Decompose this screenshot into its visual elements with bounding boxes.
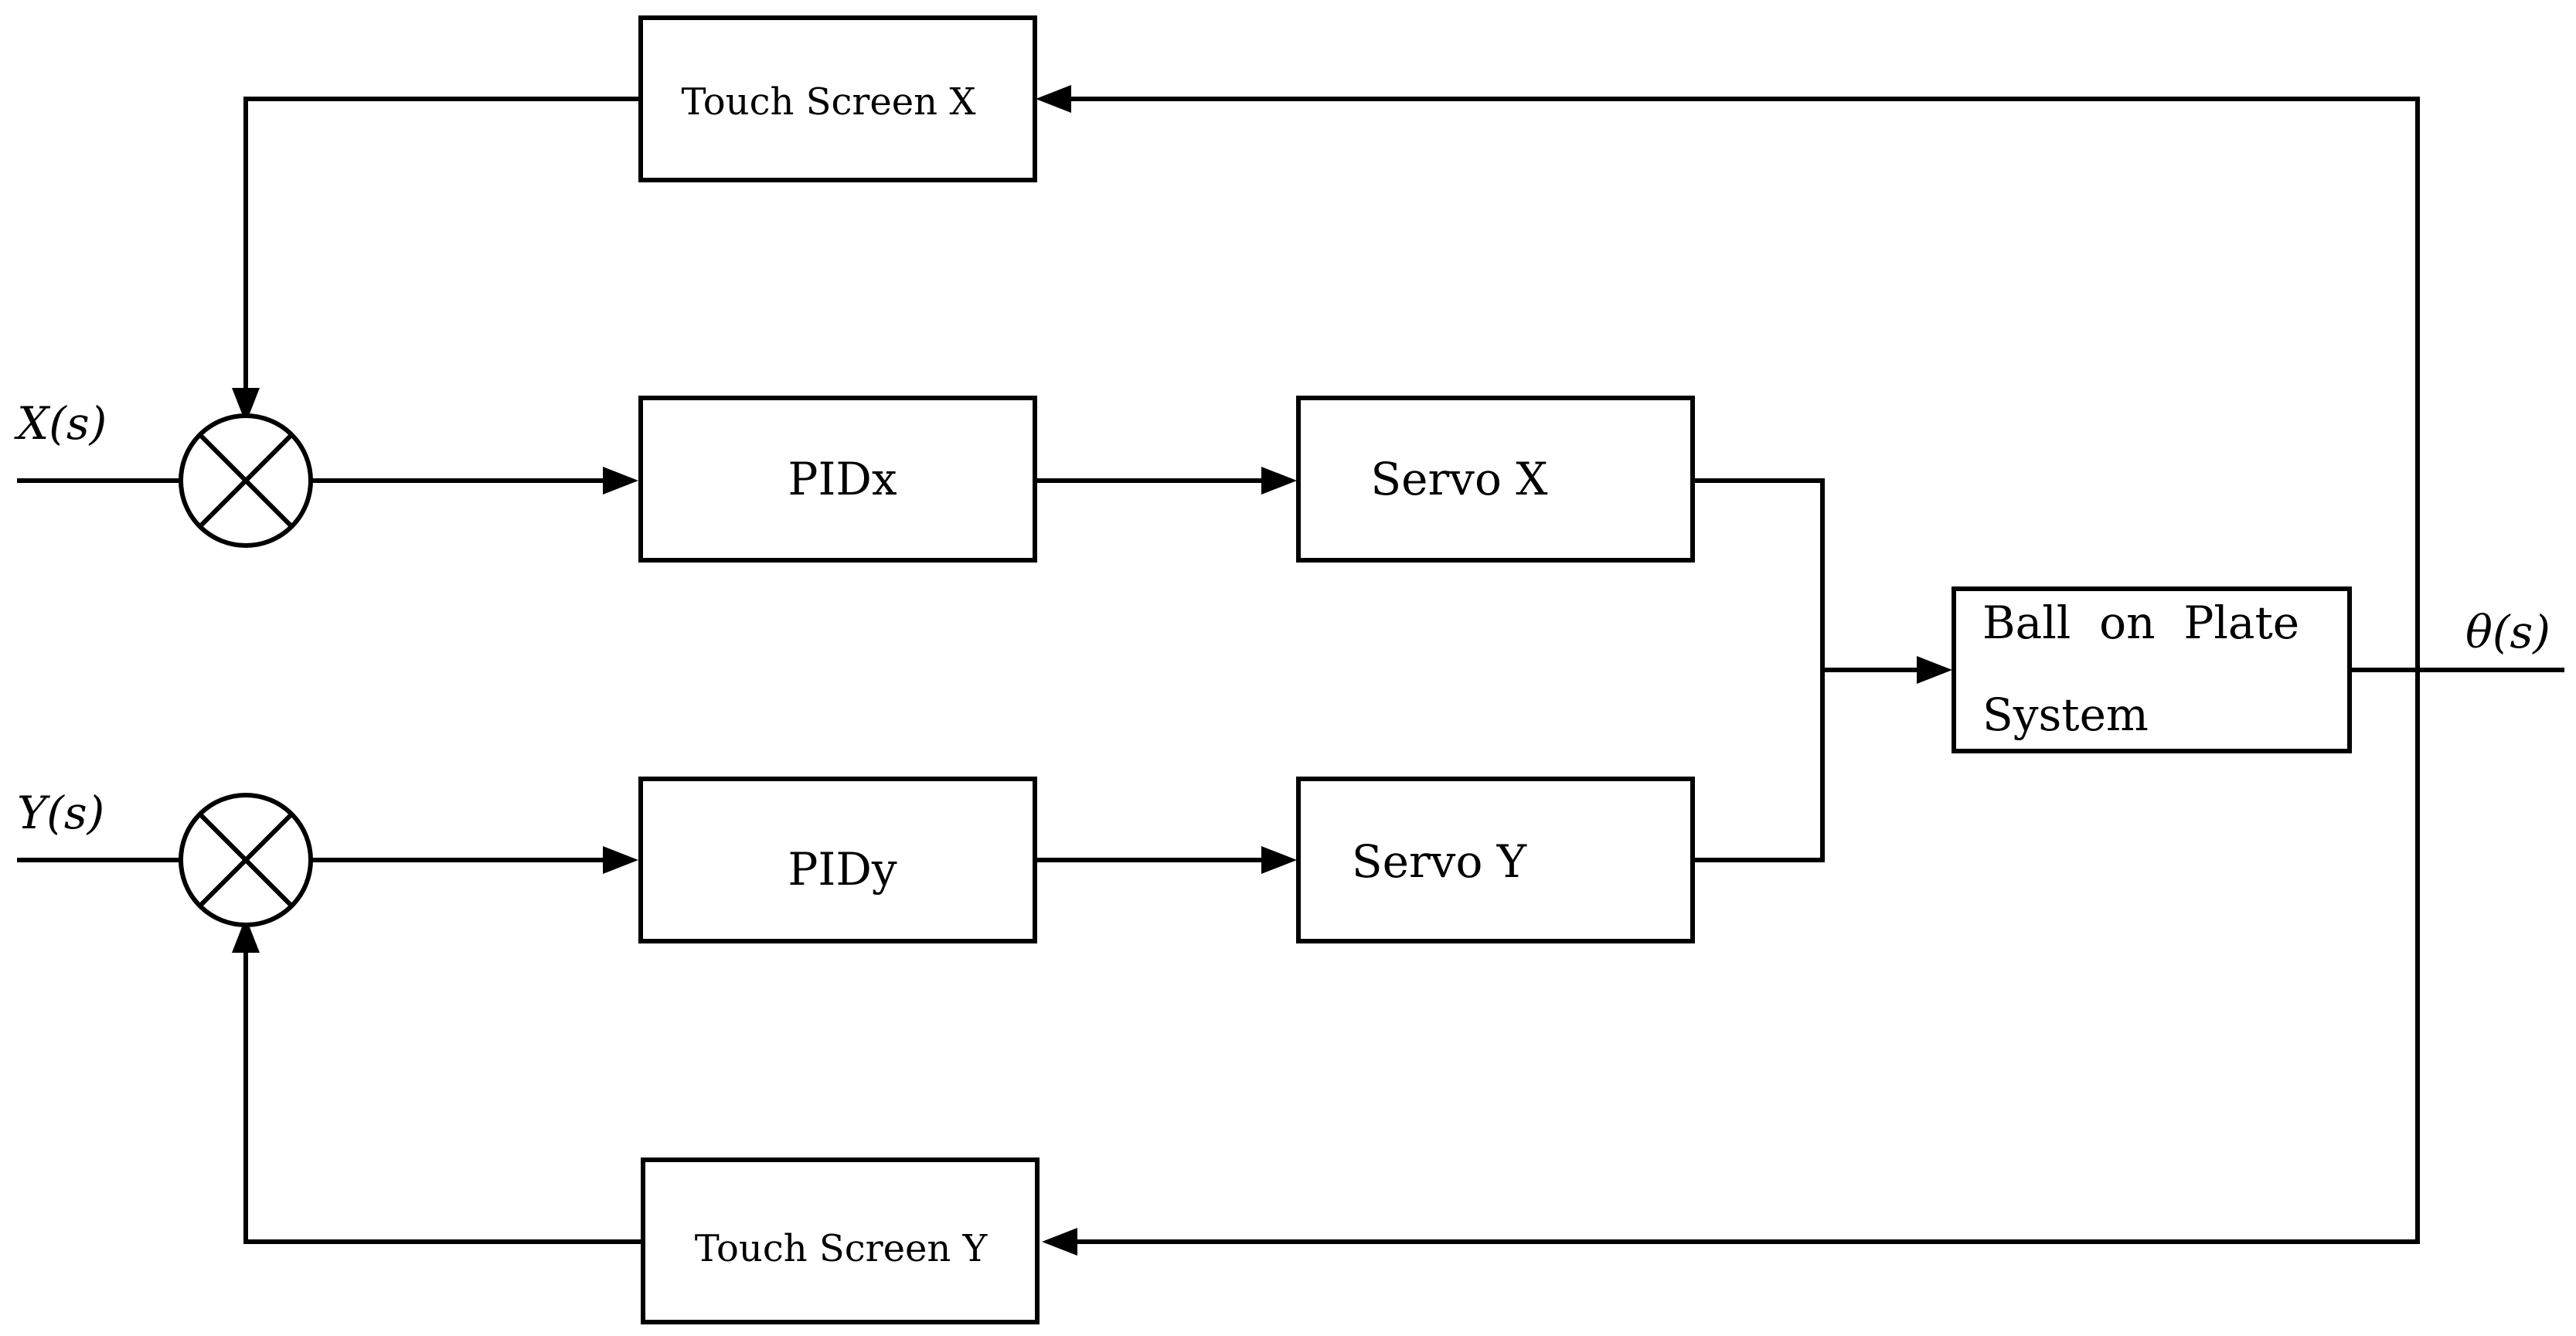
servo-y-block (1296, 777, 1695, 943)
arrowhead-to-servoy (1261, 846, 1297, 874)
pidx-label: PIDx (788, 453, 897, 505)
touch-screen-x-label: Touch Screen X (681, 80, 975, 124)
wire-tsx-to-sum-x (243, 97, 641, 394)
arrowhead-to-touch-screen-y (1042, 1228, 1077, 1256)
arrowhead-to-pidx (603, 467, 638, 495)
summing-junction-y (179, 793, 313, 927)
wire-servox-to-merge (1691, 478, 1825, 670)
wire-servoy-to-merge (1691, 670, 1825, 862)
pidy-label: PIDy (788, 843, 897, 896)
arrowhead-to-sum-y (232, 917, 260, 953)
output-theta-label: θ(s) (2465, 606, 2550, 658)
touch-screen-x-block (638, 15, 1037, 182)
wire-feedback-bottom (1063, 670, 2420, 1244)
pidy-block (638, 777, 1037, 943)
arrowhead-to-plant (1917, 656, 1952, 684)
wire-tsy-to-sum-y (243, 947, 643, 1244)
arrowhead-to-sum-x (232, 388, 260, 423)
plant-label-line1: Ball on Plate (1982, 597, 2299, 649)
arrowhead-to-servox (1261, 467, 1297, 495)
pidx-block (638, 396, 1037, 563)
summing-junction-x (179, 413, 313, 548)
arrowhead-to-touch-screen-x (1036, 85, 1071, 113)
servo-y-label: Servo Y (1352, 835, 1527, 888)
arrowhead-to-pidy (603, 846, 638, 874)
servo-x-block (1296, 396, 1695, 563)
ball-on-plate-system-block (1952, 586, 2352, 753)
input-y-label: Y(s) (17, 787, 104, 839)
plant-label-line2: System (1982, 688, 2149, 741)
touch-screen-y-label: Touch Screen Y (695, 1227, 989, 1270)
servo-x-label: Servo X (1370, 453, 1548, 505)
input-x-label: X(s) (14, 397, 107, 450)
touch-screen-y-block (641, 1158, 1040, 1324)
wire-feedback-top (1063, 97, 2420, 670)
